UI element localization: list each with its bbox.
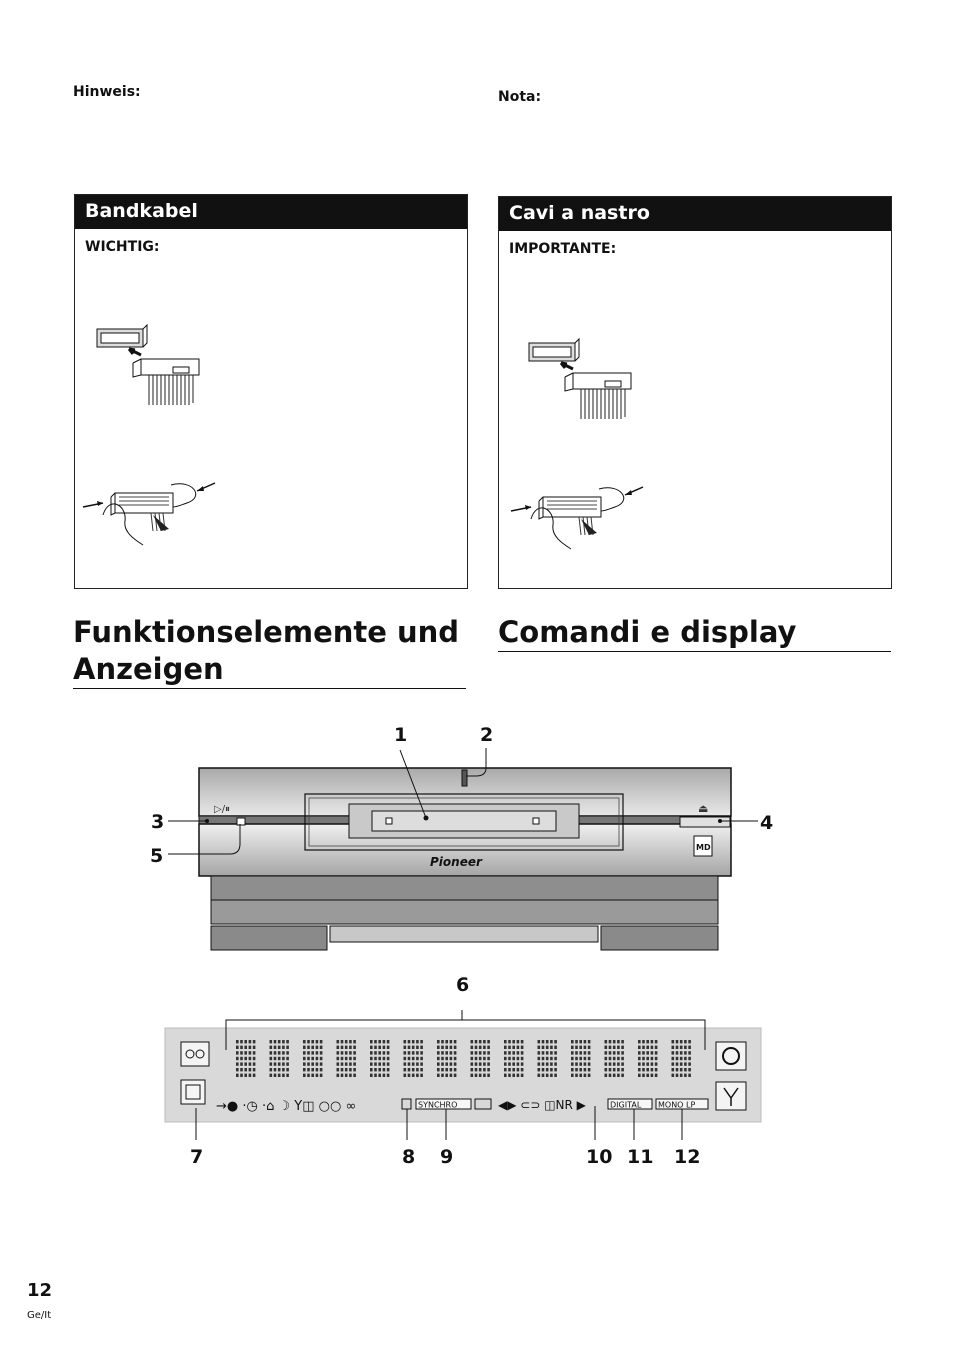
callout-8: 8 (402, 1146, 416, 1168)
ribbon-cable-box-italian: Cavi a nastro IMPORTANTE: (498, 196, 892, 589)
callout-5: 5 (150, 845, 164, 867)
callout-7: 7 (190, 1146, 204, 1168)
callout-1: 1 (394, 724, 408, 746)
connector-remove-illustration (82, 482, 216, 546)
box-subtitle: IMPORTANTE: (509, 241, 617, 257)
note-label-german: Hinweis: (73, 84, 141, 100)
svg-text:→● ·◷ ·⌂ ☽ Y◫ ○○ ∞: →● ·◷ ·⌂ ☽ Y◫ ○○ ∞ (216, 1099, 356, 1114)
callout-9: 9 (440, 1146, 454, 1168)
dot-matrix-display (236, 1040, 696, 1082)
section-title-italian: Comandi e display (498, 614, 891, 652)
brand-logo: Pioneer (430, 855, 483, 869)
box-title: Bandkabel (75, 195, 467, 229)
callout-4: 4 (760, 812, 774, 834)
matrix-character-cell (269, 1040, 289, 1077)
matrix-character-cell (604, 1040, 624, 1077)
page-number: 12 (27, 1280, 53, 1301)
section-title-german: Funktionselemente und Anzeigen (73, 614, 466, 689)
matrix-character-cell (236, 1040, 256, 1077)
ribbon-cable-box-german: Bandkabel WICHTIG: (74, 194, 468, 589)
matrix-character-cell (303, 1040, 323, 1077)
matrix-character-cell (336, 1040, 356, 1077)
callout-2: 2 (480, 724, 494, 746)
play-pause-label: ▷/⏸ (214, 804, 230, 815)
callout-3: 3 (151, 811, 165, 833)
svg-text:◀▶ ⊂⊃ ◫NR ▶: ◀▶ ⊂⊃ ◫NR ▶ (498, 1098, 587, 1112)
connector-insert-illustration (528, 337, 632, 419)
box-title: Cavi a nastro (499, 197, 891, 231)
matrix-character-cell (638, 1040, 658, 1077)
connector-remove-illustration (510, 486, 644, 550)
synchro-label: SYNCHRO (418, 1101, 457, 1110)
matrix-character-cell (403, 1040, 423, 1077)
callout-6: 6 (456, 974, 470, 996)
matrix-character-cell (470, 1040, 490, 1077)
display-panel-illustration: →● ·◷ ·⌂ ☽ Y◫ ○○ ∞ SYNCHRO ◀▶ ⊂⊃ ◫NR ▶ D… (164, 1010, 762, 1140)
md-logo: MD (696, 843, 711, 852)
eject-icon: ⏏ (698, 802, 708, 815)
callout-11: 11 (627, 1146, 654, 1168)
digital-label: DIGITAL (610, 1101, 642, 1110)
timer-icon (180, 1079, 206, 1105)
mono-lp-label: MONO LP (658, 1101, 695, 1110)
tape-icon (180, 1041, 210, 1067)
language-code: Ge/It (27, 1310, 52, 1321)
connector-insert-illustration (96, 323, 200, 405)
power-icon (715, 1041, 747, 1071)
md-logo-icon (693, 835, 713, 857)
callout-10: 10 (586, 1146, 613, 1168)
matrix-character-cell (671, 1040, 691, 1077)
note-label-italian: Nota: (498, 89, 542, 105)
matrix-character-cell (437, 1040, 457, 1077)
md-deck-front-panel-illustration: ▷/⏸ ⏏ MD Pioneer (168, 748, 758, 951)
box-subtitle: WICHTIG: (85, 239, 160, 255)
matrix-character-cell (370, 1040, 390, 1077)
matrix-character-cell (571, 1040, 591, 1077)
matrix-character-cell (537, 1040, 557, 1077)
matrix-character-cell (504, 1040, 524, 1077)
callout-12: 12 (674, 1146, 701, 1168)
